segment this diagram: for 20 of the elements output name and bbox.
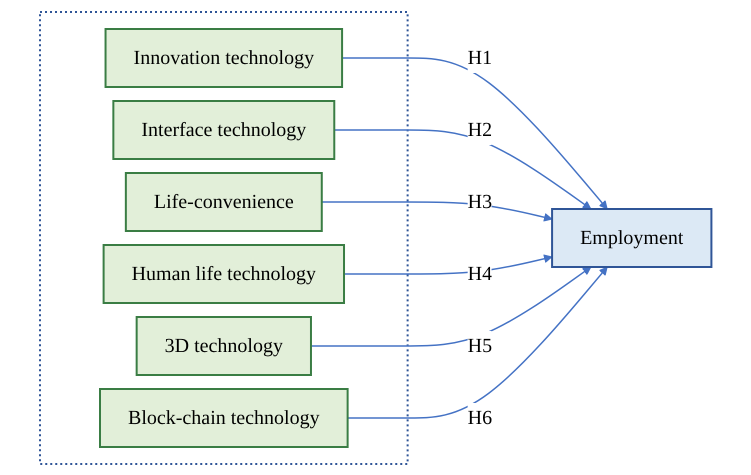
node-box: Life-convenience bbox=[124, 172, 323, 232]
edge-label: H2 bbox=[467, 118, 492, 140]
node-box: Employment bbox=[550, 208, 712, 268]
arrow bbox=[344, 254, 552, 274]
edge-label: H5 bbox=[467, 334, 492, 356]
edge-label: H3 bbox=[467, 190, 492, 212]
arrow bbox=[342, 56, 608, 209]
edge-label: H1 bbox=[467, 46, 492, 68]
node-box: 3D technology bbox=[135, 316, 312, 376]
arrow bbox=[334, 128, 592, 209]
edge-label: H6 bbox=[467, 406, 492, 428]
arrow bbox=[310, 266, 592, 346]
arrow bbox=[322, 200, 552, 222]
node-box: Block-chain technology bbox=[98, 388, 348, 448]
node-box: Human life technology bbox=[102, 244, 345, 304]
node-box: Innovation technology bbox=[104, 28, 343, 88]
arrow bbox=[347, 266, 608, 418]
cluster bbox=[38, 10, 408, 464]
node-box: Interface technology bbox=[112, 100, 336, 160]
edge-label: H4 bbox=[467, 262, 492, 284]
